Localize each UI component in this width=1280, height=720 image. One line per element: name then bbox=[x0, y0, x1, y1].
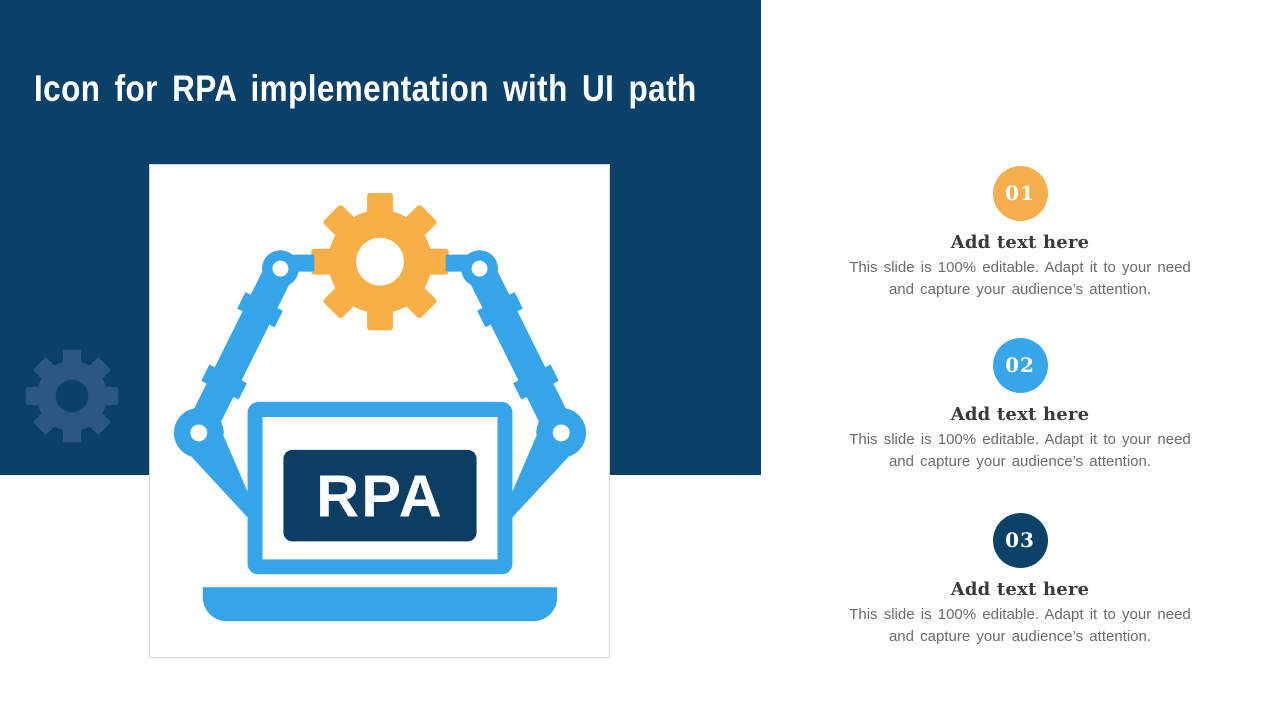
step-1-body: This slide is 100% editable. Adapt it to… bbox=[826, 257, 1214, 301]
laptop-icon: RPA bbox=[202, 402, 558, 622]
gear-icon bbox=[311, 192, 449, 331]
step-2-heading: Add text here bbox=[950, 404, 1090, 425]
robot-arm-left-icon bbox=[173, 250, 315, 519]
step-1-body-line1: This slide is 100% editable. Adapt it to… bbox=[849, 259, 1191, 276]
rpa-label: RPA bbox=[316, 463, 444, 530]
rpa-label-box bbox=[283, 449, 477, 542]
step-2-body-line1: This slide is 100% editable. Adapt it to… bbox=[849, 431, 1191, 448]
step-3-body: This slide is 100% editable. Adapt it to… bbox=[826, 604, 1214, 648]
step-2-body-line2: and capture your audience’s attention. bbox=[888, 453, 1152, 470]
step-item-2: 02 Add text here This slide is 100% edit… bbox=[826, 338, 1214, 473]
icon-card: RPA bbox=[149, 164, 610, 658]
gear-watermark-icon bbox=[25, 349, 119, 443]
page-title: Icon for RPA implementation with UI path bbox=[34, 68, 697, 109]
step-2-body: This slide is 100% editable. Adapt it to… bbox=[826, 429, 1214, 473]
step-3-badge: 03 bbox=[992, 513, 1048, 568]
step-1-heading: Add text here bbox=[950, 232, 1090, 253]
step-3-body-line2: and capture your audience’s attention. bbox=[888, 628, 1152, 645]
rpa-illustration: RPA bbox=[173, 192, 609, 622]
step-1-body-line2: and capture your audience’s attention. bbox=[888, 281, 1152, 298]
step-item-3: 03 Add text here This slide is 100% edit… bbox=[826, 513, 1214, 648]
step-3-heading: Add text here bbox=[950, 579, 1090, 600]
step-1-badge: 01 bbox=[992, 166, 1048, 221]
step-2-badge: 02 bbox=[992, 338, 1048, 393]
step-3-body-line1: This slide is 100% editable. Adapt it to… bbox=[849, 606, 1191, 623]
step-item-1: 01 Add text here This slide is 100% edit… bbox=[826, 166, 1214, 301]
